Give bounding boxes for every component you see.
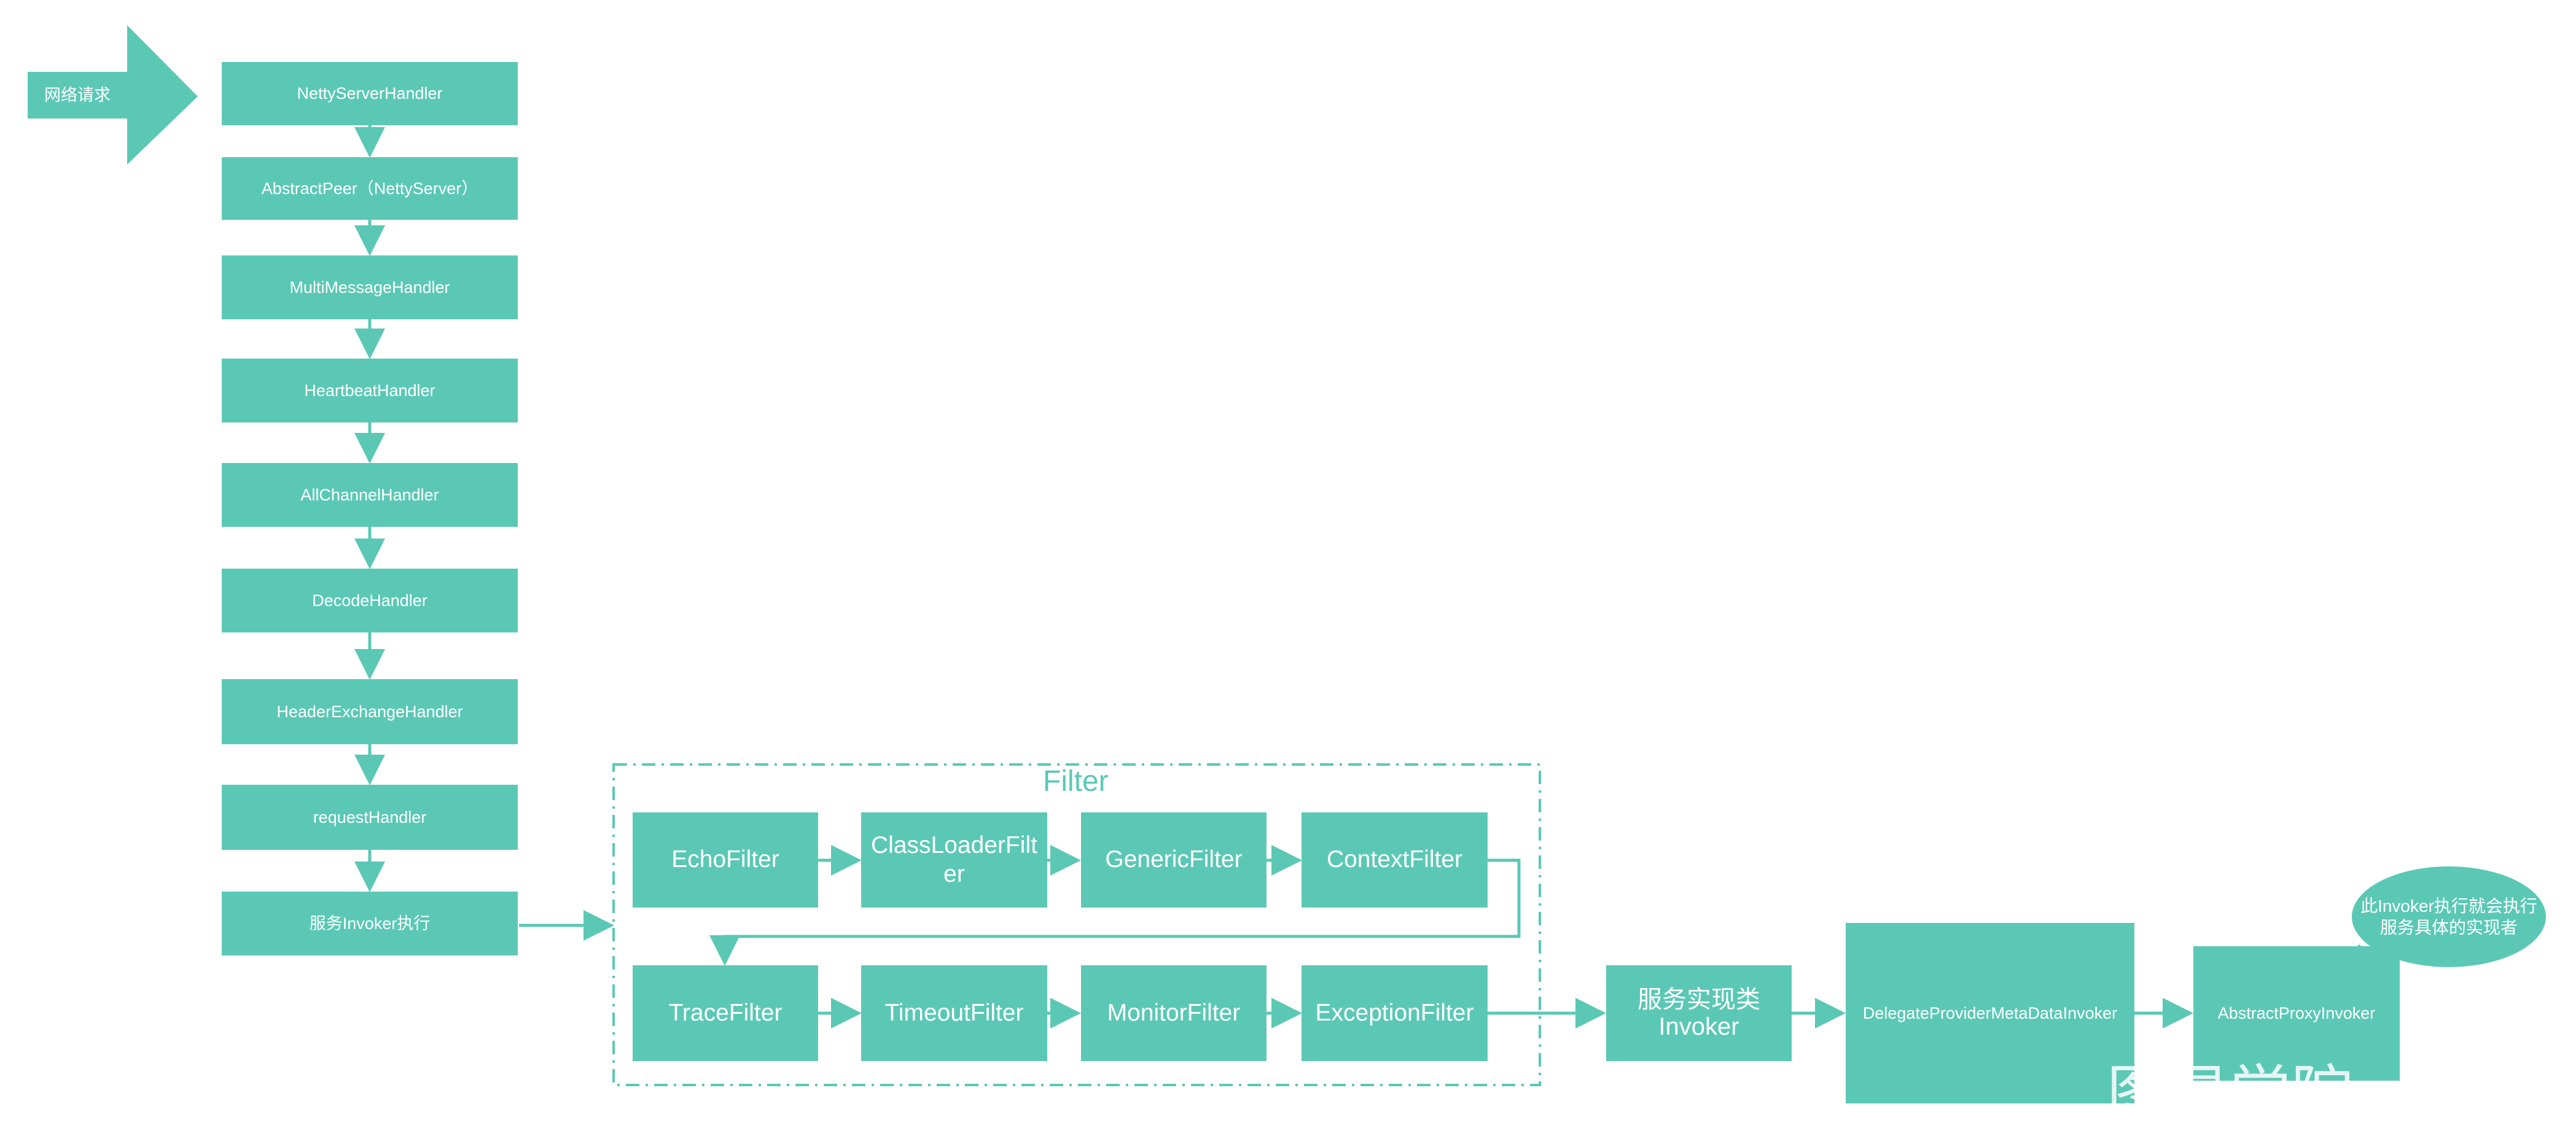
service-impl-line1: 服务实现类	[1637, 986, 1760, 1013]
filter-generic: GenericFilter	[1081, 812, 1267, 908]
handler-netty-server: NettyServerHandler	[222, 62, 518, 125]
handler-multi-message: MultiMessageHandler	[222, 255, 518, 319]
filter-timeout: TimeoutFilter	[861, 965, 1047, 1061]
filter-monitor: MonitorFilter	[1081, 965, 1267, 1061]
filter-exception: ExceptionFilter	[1302, 965, 1488, 1061]
abstract-proxy-invoker: AbstractProxyInvoker	[2193, 946, 2400, 1081]
arrow-context-to-trace	[709, 858, 1521, 966]
entry-label: 网络请求	[44, 85, 111, 104]
service-impl-invoker: 服务实现类 Invoker	[1606, 965, 1792, 1061]
watermark-text: 图灵学院	[2107, 1060, 2352, 1105]
delegate-provider-invoker: DelegateProviderMetaDataInvoker	[1846, 923, 2134, 1103]
filter-echo: EchoFilter	[633, 812, 818, 908]
filter-context: ContextFilter	[1302, 812, 1488, 908]
handler-heartbeat: HeartbeatHandler	[222, 359, 518, 422]
service-impl-line2: Invoker	[1658, 1013, 1739, 1040]
filter-trace: TraceFilter	[633, 965, 818, 1061]
handler-request: requestHandler	[222, 785, 518, 850]
entry-arrow-label: 网络请求	[28, 72, 127, 119]
handler-header-exchange: HeaderExchangeHandler	[222, 679, 518, 744]
filter-group-title: Filter	[1043, 765, 1109, 798]
filter-group-border	[612, 763, 1541, 1086]
callout-line2: 服务具体的实现者	[2379, 918, 2518, 937]
handler-service-invoker: 服务Invoker执行	[222, 892, 518, 955]
entry-arrow-shape	[28, 25, 198, 165]
handler-abstract-peer: AbstractPeer（NettyServer）	[222, 157, 518, 220]
callout-line1: 此Invoker执行就会执行	[2360, 897, 2537, 916]
handler-decode: DecodeHandler	[222, 569, 518, 632]
filter-classloader: ClassLoaderFilter	[861, 812, 1047, 908]
handler-all-channel: AllChannelHandler	[222, 463, 518, 527]
callout-text: 此Invoker执行就会执行 服务具体的实现者	[2352, 884, 2545, 949]
